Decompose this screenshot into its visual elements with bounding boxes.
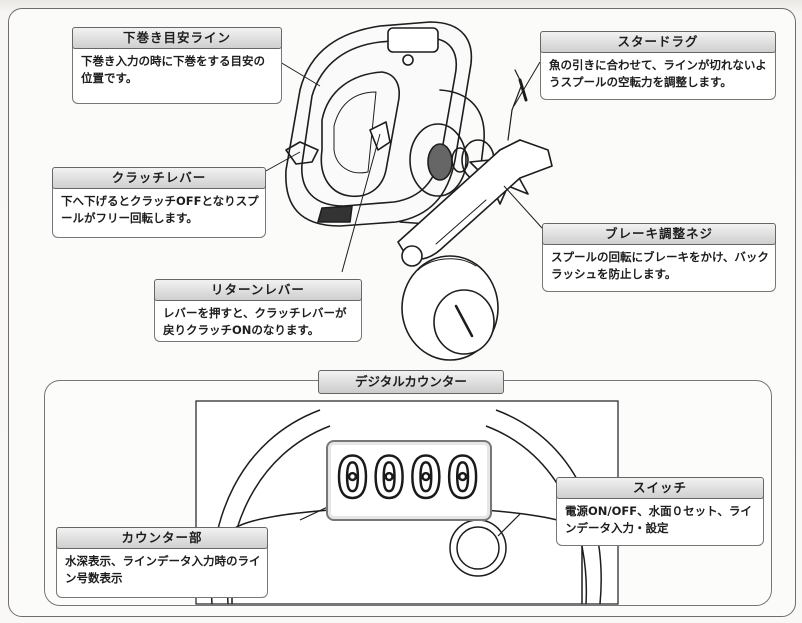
callout-title: クラッチレバー [52,167,266,189]
lcd-display: 0000 [326,440,492,521]
callout-counter-part: カウンター部 水深表示、ラインデータ入力時のライン号数表示 [56,527,268,598]
callout-title: リターンレバー [154,279,362,301]
lcd-digits: 0000 [334,445,483,513]
callout-shitamaki: 下巻き目安ライン 下巻き入力の時に下巻をする目安の位置です。 [72,27,282,104]
callout-body: 魚の引きに合わせて、ラインが切れないようスプールの空転力を調整します。 [549,58,767,89]
callout-body: スプールの回転にブレーキをかけ、バックラッシュを防止します。 [551,250,769,281]
callout-clutch: クラッチレバー 下へ下げるとクラッチOFFとなりスプールがフリー回転します。 [52,167,266,238]
callout-body: 下へ下げるとクラッチOFFとなりスプールがフリー回転します。 [61,194,259,225]
callout-body: 電源ON/OFF、水面０セット、ラインデータ入力・設定 [565,504,752,535]
callout-brake: ブレーキ調整ネジ スプールの回転にブレーキをかけ、バックラッシュを防止します。 [542,223,776,292]
callout-return-lever: リターンレバー レバーを押すと、クラッチレバーが戻りクラッチONのなります。 [154,279,362,342]
callout-body: レバーを押すと、クラッチレバーが戻りクラッチONのなります。 [163,306,347,337]
callout-title: スイッチ [556,477,764,499]
callout-title: スタードラグ [540,31,776,53]
callout-body: 水深表示、ラインデータ入力時のライン号数表示 [65,554,261,585]
callout-switch: スイッチ 電源ON/OFF、水面０セット、ラインデータ入力・設定 [556,477,764,546]
digital-counter-title: デジタルカウンター [318,370,504,394]
callout-body: 下巻き入力の時に下巻をする目安の位置です。 [81,54,265,85]
callout-title: 下巻き目安ライン [72,27,282,49]
callout-star-drag: スタードラグ 魚の引きに合わせて、ラインが切れないようスプールの空転力を調整しま… [540,31,776,100]
callout-title: カウンター部 [56,527,268,549]
callout-title: ブレーキ調整ネジ [542,223,776,245]
